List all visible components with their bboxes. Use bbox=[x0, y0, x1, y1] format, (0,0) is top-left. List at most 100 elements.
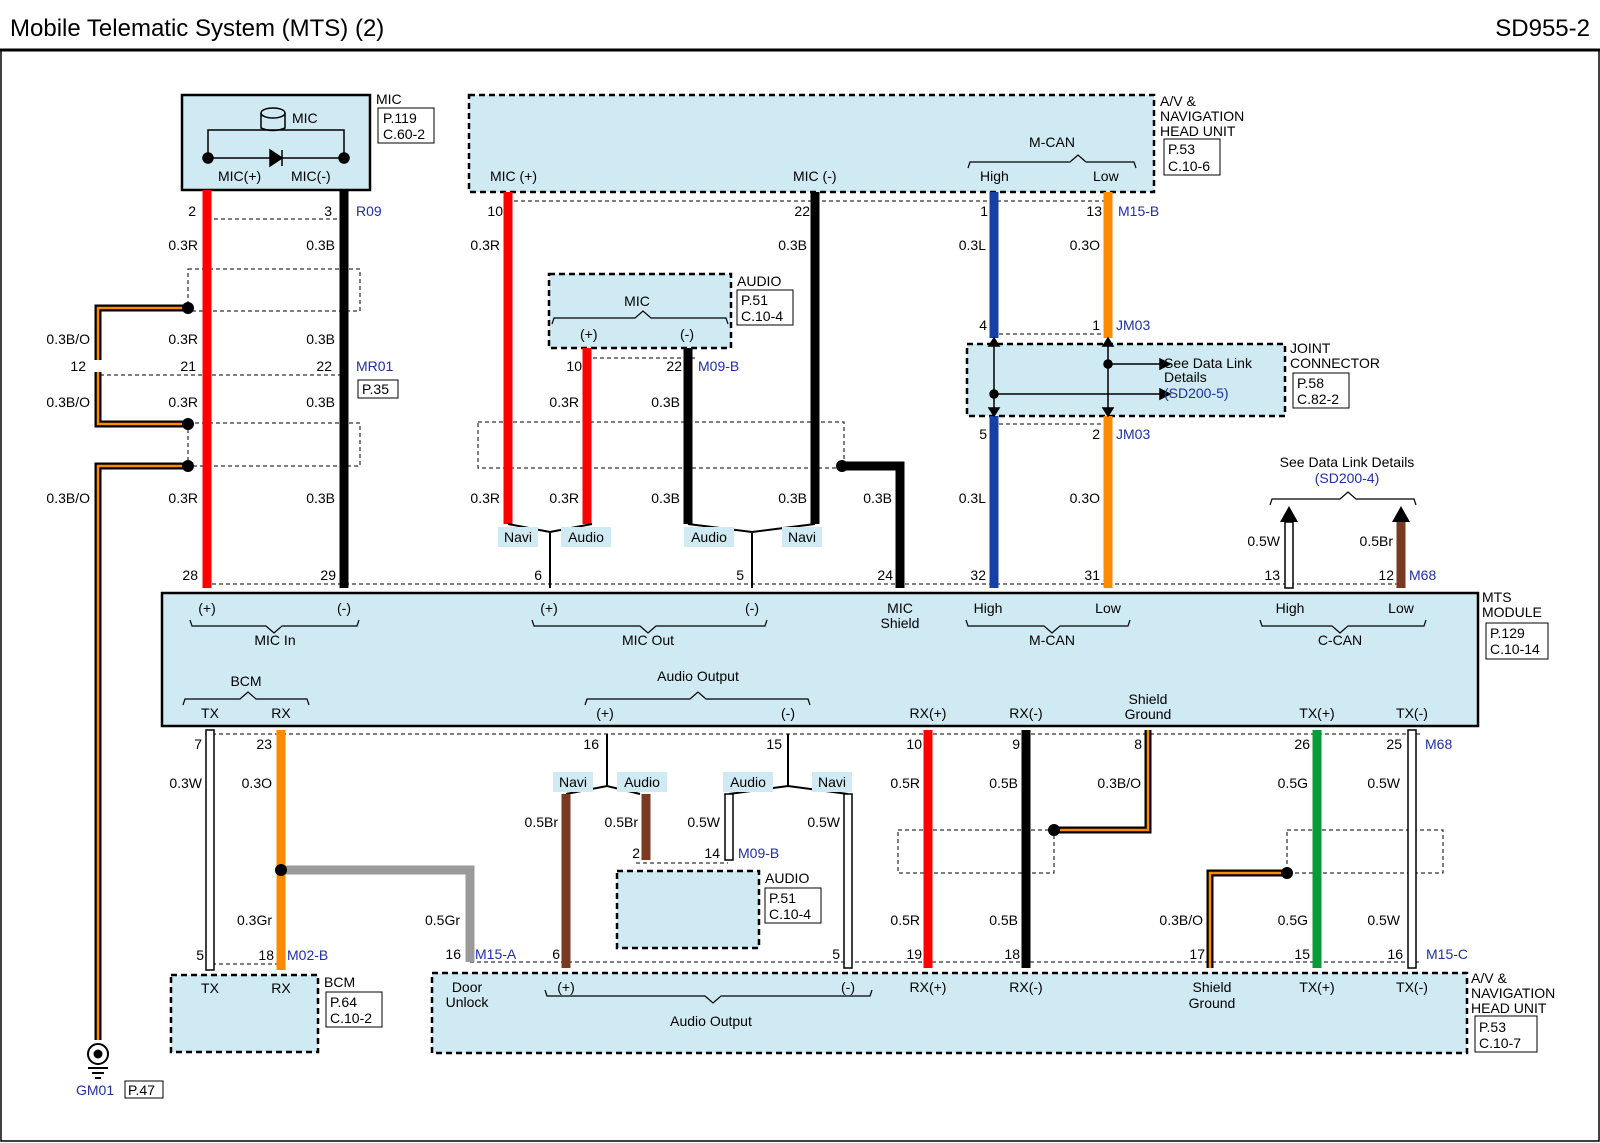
svg-text:0.3B: 0.3B bbox=[306, 394, 335, 410]
svg-text:Audio Output: Audio Output bbox=[657, 668, 739, 684]
source-tags: Navi Audio Audio Navi Navi Audio Audio N… bbox=[504, 529, 846, 790]
svg-text:RX(+): RX(+) bbox=[910, 979, 947, 995]
conn-m02b: M02-B bbox=[287, 947, 328, 963]
svg-text:1: 1 bbox=[980, 203, 988, 219]
svg-text:2: 2 bbox=[188, 203, 196, 219]
page-code: SD955-2 bbox=[1495, 15, 1590, 42]
hu-top-name-3: HEAD UNIT bbox=[1160, 123, 1236, 139]
mic-conn: C.60-2 bbox=[383, 126, 425, 142]
svg-text:Navi: Navi bbox=[818, 774, 846, 790]
svg-text:0.5B: 0.5B bbox=[989, 775, 1018, 791]
svg-text:0.3W: 0.3W bbox=[169, 775, 202, 791]
svg-text:21: 21 bbox=[180, 358, 196, 374]
svg-text:5: 5 bbox=[736, 567, 744, 583]
svg-text:TX(+): TX(+) bbox=[1299, 979, 1334, 995]
ccan-low-arrow bbox=[1392, 506, 1410, 522]
svg-text:6: 6 bbox=[534, 567, 542, 583]
mic-name: MIC bbox=[376, 91, 402, 107]
svg-text:22: 22 bbox=[666, 358, 682, 374]
bcm-conn: C.10-2 bbox=[330, 1010, 372, 1026]
conn-mr01-page: P.35 bbox=[362, 381, 389, 397]
svg-text:25: 25 bbox=[1386, 736, 1402, 752]
svg-text:0.3B: 0.3B bbox=[778, 490, 807, 506]
svg-text:0.3R: 0.3R bbox=[549, 490, 579, 506]
svg-text:6: 6 bbox=[552, 946, 560, 962]
svg-text:0.5G: 0.5G bbox=[1278, 775, 1308, 791]
wire-shield-ground bbox=[94, 462, 188, 1040]
mic-pin-pos: MIC(+) bbox=[218, 168, 261, 184]
y-mic-out-pos bbox=[507, 523, 593, 588]
hu-top-name-2: NAVIGATION bbox=[1160, 108, 1244, 124]
svg-text:22: 22 bbox=[316, 358, 332, 374]
svg-text:(+): (+) bbox=[557, 979, 575, 995]
svg-text:High: High bbox=[974, 600, 1003, 616]
joint-name-2: CONNECTOR bbox=[1290, 355, 1380, 371]
hu-bottom-name-2: NAVIGATION bbox=[1471, 985, 1555, 1001]
wire-labels: 0.3R 0.3B 0.3B/O 0.3R 0.3B 0.3B/O 0.3R 0… bbox=[46, 237, 1400, 928]
svg-text:0.3R: 0.3R bbox=[470, 237, 500, 253]
wire-bcm-tx bbox=[205, 729, 215, 971]
svg-text:Shield: Shield bbox=[1193, 979, 1232, 995]
svg-text:0.5W: 0.5W bbox=[1367, 775, 1400, 791]
svg-text:M-CAN: M-CAN bbox=[1029, 632, 1075, 648]
svg-text:(+): (+) bbox=[596, 705, 614, 721]
svg-text:0.3R: 0.3R bbox=[470, 490, 500, 506]
ccan-high-arrow bbox=[1280, 506, 1298, 522]
svg-text:0.3O: 0.3O bbox=[1070, 490, 1100, 506]
bcm-page: P.64 bbox=[330, 994, 357, 1010]
svg-text:8: 8 bbox=[1134, 736, 1142, 752]
ground-symbol bbox=[87, 1043, 109, 1079]
svg-text:31: 31 bbox=[1084, 567, 1100, 583]
audio-top-neg: (-) bbox=[680, 326, 694, 342]
conn-jm03-b: JM03 bbox=[1116, 426, 1150, 442]
group-braces bbox=[182, 154, 1427, 1004]
svg-text:10: 10 bbox=[906, 736, 922, 752]
svg-text:7: 7 bbox=[194, 736, 202, 752]
wire-tx-neg bbox=[1407, 729, 1417, 969]
audio-bottom-conn: C.10-4 bbox=[769, 906, 811, 922]
svg-text:0.5Br: 0.5Br bbox=[1360, 533, 1394, 549]
svg-text:19: 19 bbox=[906, 946, 922, 962]
page-ref-boxes bbox=[124, 107, 1549, 1099]
svg-text:Navi: Navi bbox=[559, 774, 587, 790]
svg-text:5: 5 bbox=[979, 426, 987, 442]
joint-note-ref: (SD200-5) bbox=[1164, 385, 1229, 401]
svg-text:12: 12 bbox=[1378, 567, 1394, 583]
joint-note-1: See Data Link bbox=[1164, 355, 1253, 371]
ground-name: GM01 bbox=[76, 1082, 114, 1098]
svg-text:24: 24 bbox=[877, 567, 893, 583]
svg-text:0.3O: 0.3O bbox=[242, 775, 272, 791]
pin-numbers: 2 3 21 22 12 10 22 1 13 10 22 4 1 5 2 28… bbox=[70, 203, 1403, 963]
conn-m15a: M15-A bbox=[475, 946, 517, 962]
svg-text:28: 28 bbox=[182, 567, 198, 583]
hu-bottom-name-3: HEAD UNIT bbox=[1471, 1000, 1547, 1016]
svg-text:0.3B: 0.3B bbox=[863, 490, 892, 506]
svg-text:MIC Out: MIC Out bbox=[622, 632, 674, 648]
bcm-name: BCM bbox=[324, 974, 355, 990]
svg-text:32: 32 bbox=[970, 567, 986, 583]
svg-text:Audio: Audio bbox=[730, 774, 766, 790]
svg-text:0.3B: 0.3B bbox=[306, 490, 335, 506]
mts-conn: C.10-14 bbox=[1490, 641, 1540, 657]
svg-text:18: 18 bbox=[1004, 946, 1020, 962]
audio-top-page: P.51 bbox=[741, 292, 768, 308]
hu-mcan-label: M-CAN bbox=[1029, 134, 1075, 150]
svg-text:0.5Br: 0.5Br bbox=[525, 814, 559, 830]
svg-text:0.3B: 0.3B bbox=[778, 237, 807, 253]
page-title: Mobile Telematic System (MTS) (2) bbox=[10, 15, 384, 42]
svg-text:RX: RX bbox=[271, 705, 291, 721]
wire-ccan-high bbox=[1284, 521, 1294, 589]
svg-text:Audio: Audio bbox=[568, 529, 604, 545]
svg-text:Navi: Navi bbox=[788, 529, 816, 545]
svg-text:16: 16 bbox=[1387, 946, 1403, 962]
svg-text:16: 16 bbox=[583, 736, 599, 752]
svg-text:(-): (-) bbox=[745, 600, 759, 616]
svg-text:0.3R: 0.3R bbox=[168, 490, 198, 506]
conn-m09b-bottom: M09-B bbox=[738, 845, 779, 861]
mic-page: P.119 bbox=[383, 110, 417, 126]
svg-text:2: 2 bbox=[1092, 426, 1100, 442]
svg-text:TX: TX bbox=[201, 705, 220, 721]
audio-top-box bbox=[547, 272, 733, 350]
svg-text:14: 14 bbox=[704, 845, 720, 861]
